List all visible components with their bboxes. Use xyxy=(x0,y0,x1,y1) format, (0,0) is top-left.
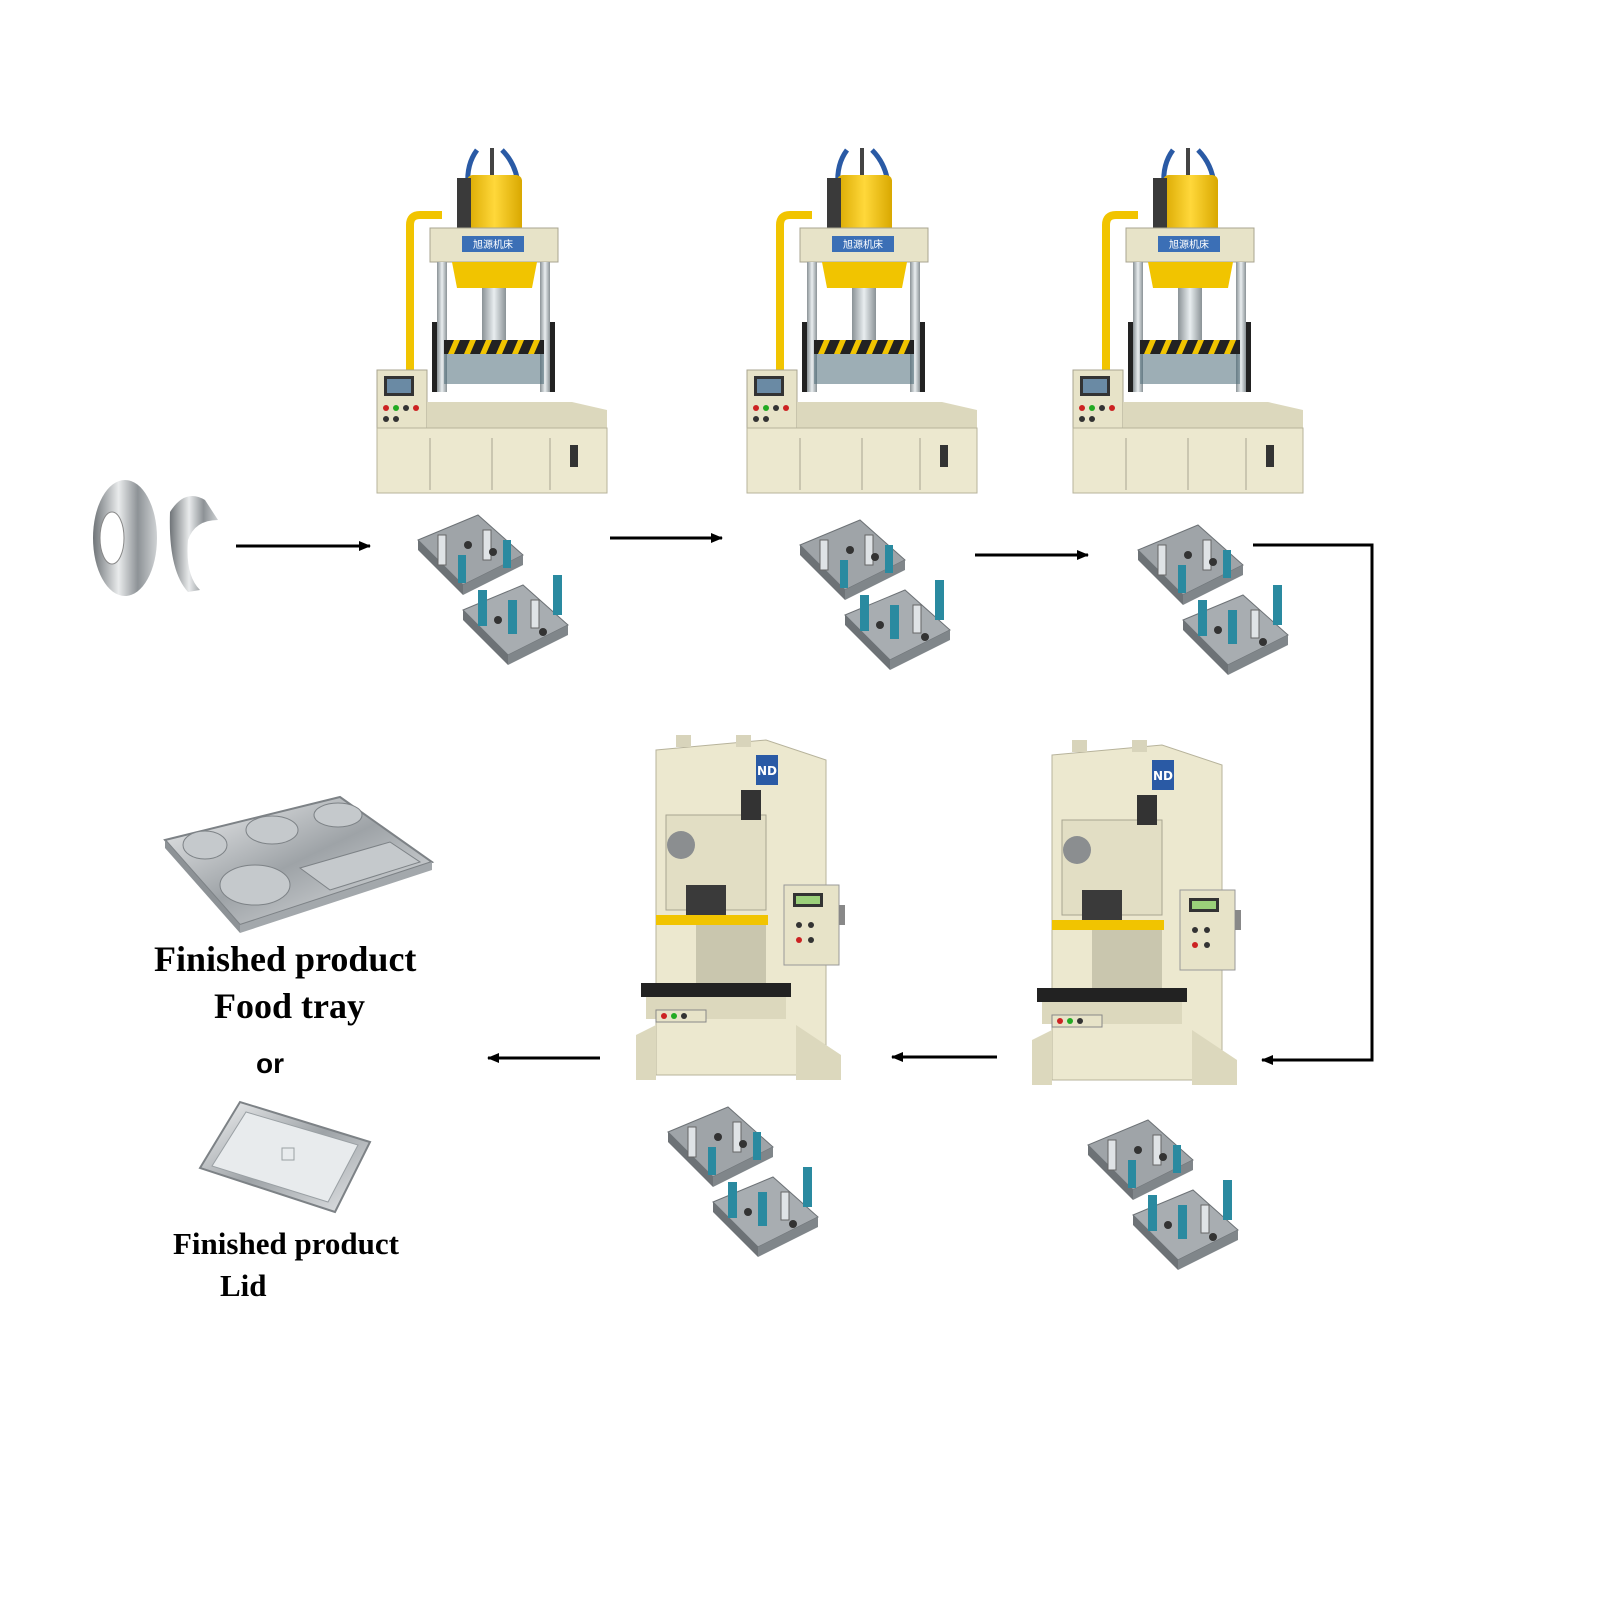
food-tray-icon xyxy=(163,795,435,933)
food-tray-label-line2: Food tray xyxy=(214,986,365,1026)
die-set-2 xyxy=(799,519,951,671)
hydraulic-press-2 xyxy=(747,148,977,493)
lid-label-line2: Lid xyxy=(220,1268,267,1303)
lid-label-line1: Finished product xyxy=(173,1226,399,1261)
die-set-5 xyxy=(1087,1119,1239,1271)
die-set-4 xyxy=(667,1106,819,1258)
die-set-1 xyxy=(417,514,569,666)
punch-press-1 xyxy=(635,734,846,1081)
die-set-3 xyxy=(1137,524,1289,676)
steel-coil-icon xyxy=(93,480,218,596)
hydraulic-press-3 xyxy=(1073,148,1303,493)
arrow-connector xyxy=(1253,543,1374,1065)
or-label: or xyxy=(256,1048,284,1079)
food-tray-label-line1: Finished product xyxy=(154,939,417,979)
hydraulic-press-1 xyxy=(377,148,607,493)
punch-press-2 xyxy=(1031,739,1242,1086)
lid-icon xyxy=(198,1100,372,1214)
